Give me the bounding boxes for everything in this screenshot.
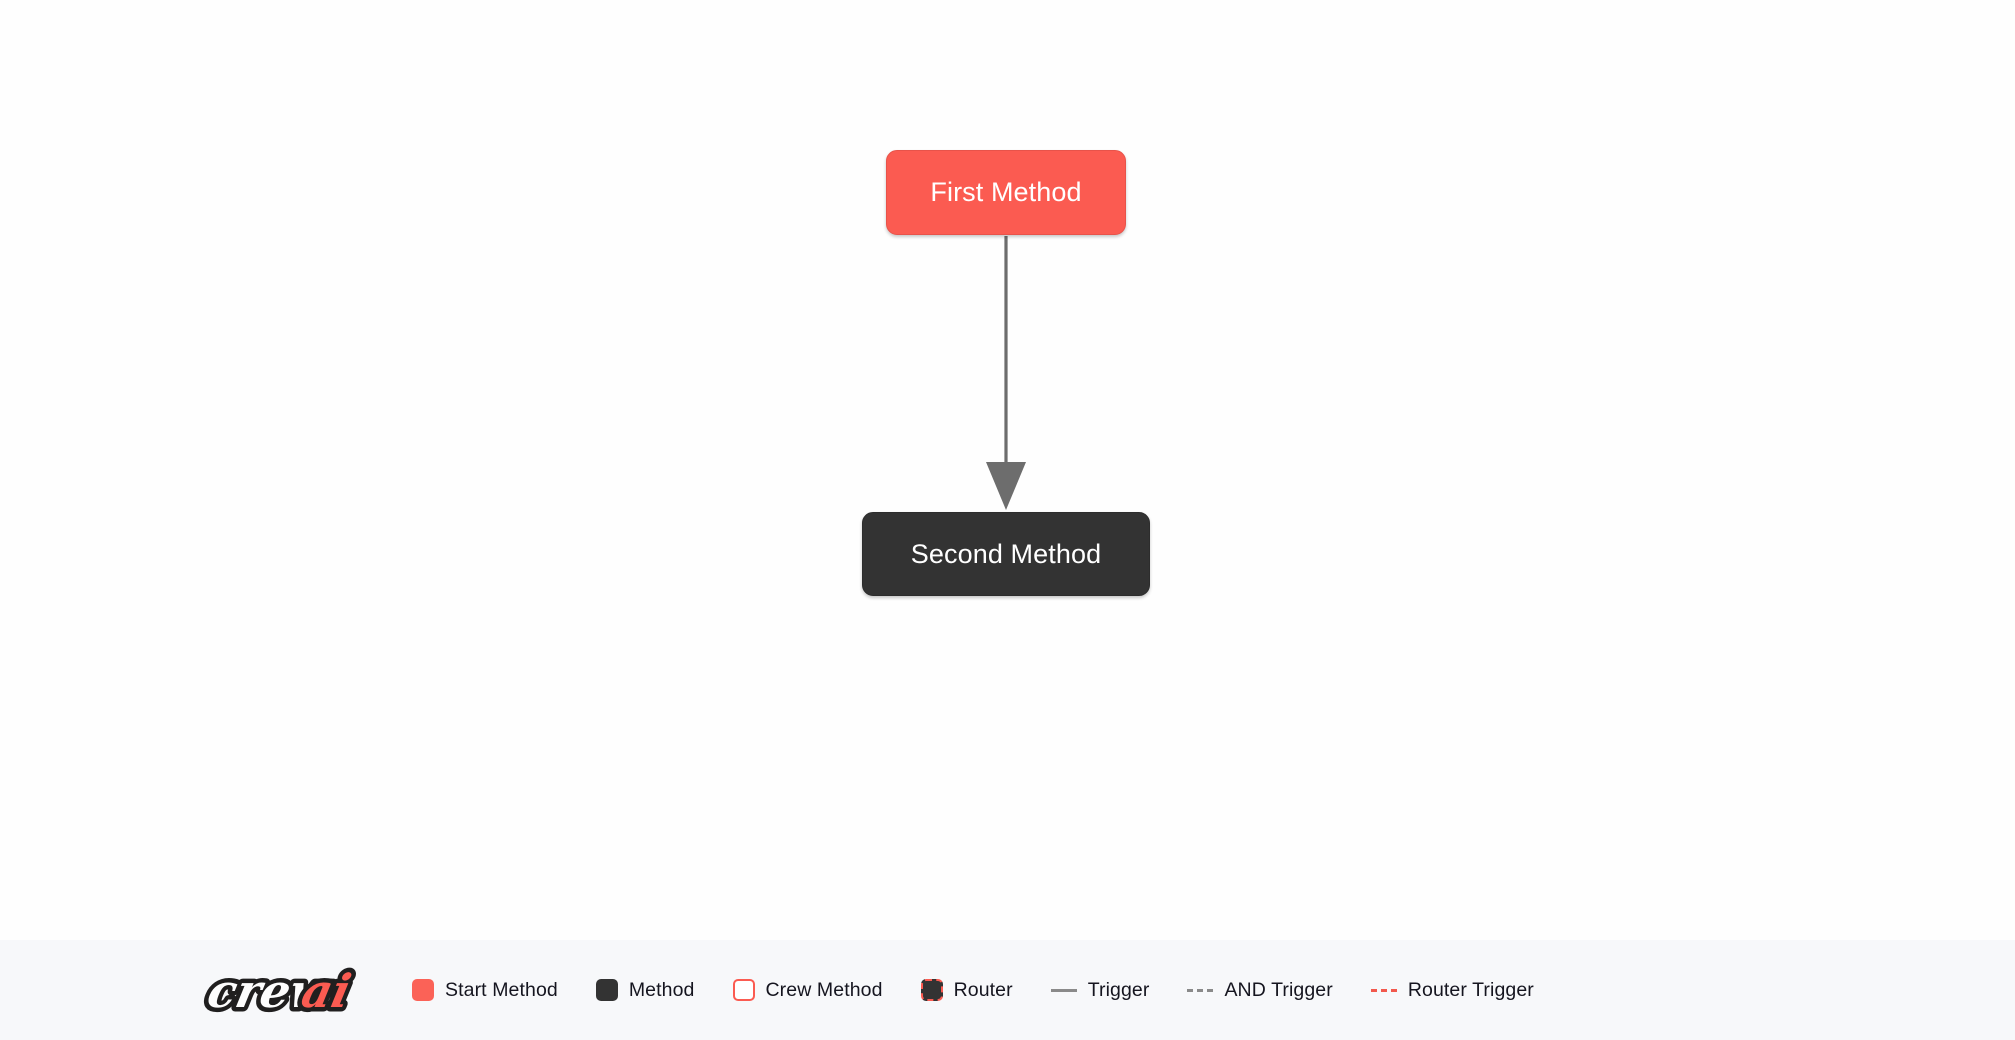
square-swatch-dashed-red-icon [920,979,943,1001]
legend-item-crew-method: Crew Method [732,978,883,1002]
legend-item-method: Method [595,978,695,1002]
legend-item-start-method: Start Method [412,979,558,1002]
edges-layer [986,236,1026,510]
flow-canvas[interactable]: First Method Second Method [0,0,2015,940]
node-first-method[interactable]: First Method [886,150,1126,235]
node-label: First Method [930,177,1082,207]
node-second-method[interactable]: Second Method [862,512,1150,596]
line-solid-gray-icon [1050,988,1077,992]
legend-label: Start Method [445,978,558,1001]
node-label: Second Method [910,538,1102,569]
legend-items: Start Method Method Crew Method Router T… [412,979,1534,1002]
logo-outline-crew: crew [203,963,338,1017]
legend-item-router-trigger: Router Trigger [1370,978,1534,1002]
line-dashed-red-icon [1370,988,1397,992]
edge-arrowhead-icon [986,462,1026,510]
legend-label: Trigger [1087,978,1150,1001]
legend-label: Router Trigger [1407,978,1534,1001]
square-swatch-filled-red-icon [412,979,434,1001]
logo-text-crew: crew [203,963,338,1017]
crewai-logo: crew crew ai ai [199,959,361,1022]
logo-text-ai: ai [297,963,356,1017]
line-dashed-gray-icon [1187,988,1214,992]
edge-first-to-second [986,236,1026,510]
legend-item-trigger: Trigger [1050,978,1150,1002]
legend-label: Router [953,978,1013,1001]
legend-item-and-trigger: AND Trigger [1187,978,1333,1002]
legend-item-router: Router [920,978,1013,1002]
legend-label: Crew Method [765,978,883,1001]
legend-bar: crew crew ai ai Start Method Method Crew… [0,940,2015,1040]
square-swatch-outline-red-icon [732,979,755,1001]
square-swatch-filled-dark-icon [595,979,618,1001]
legend-label: AND Trigger [1224,978,1333,1001]
legend-label: Method [628,978,695,1001]
